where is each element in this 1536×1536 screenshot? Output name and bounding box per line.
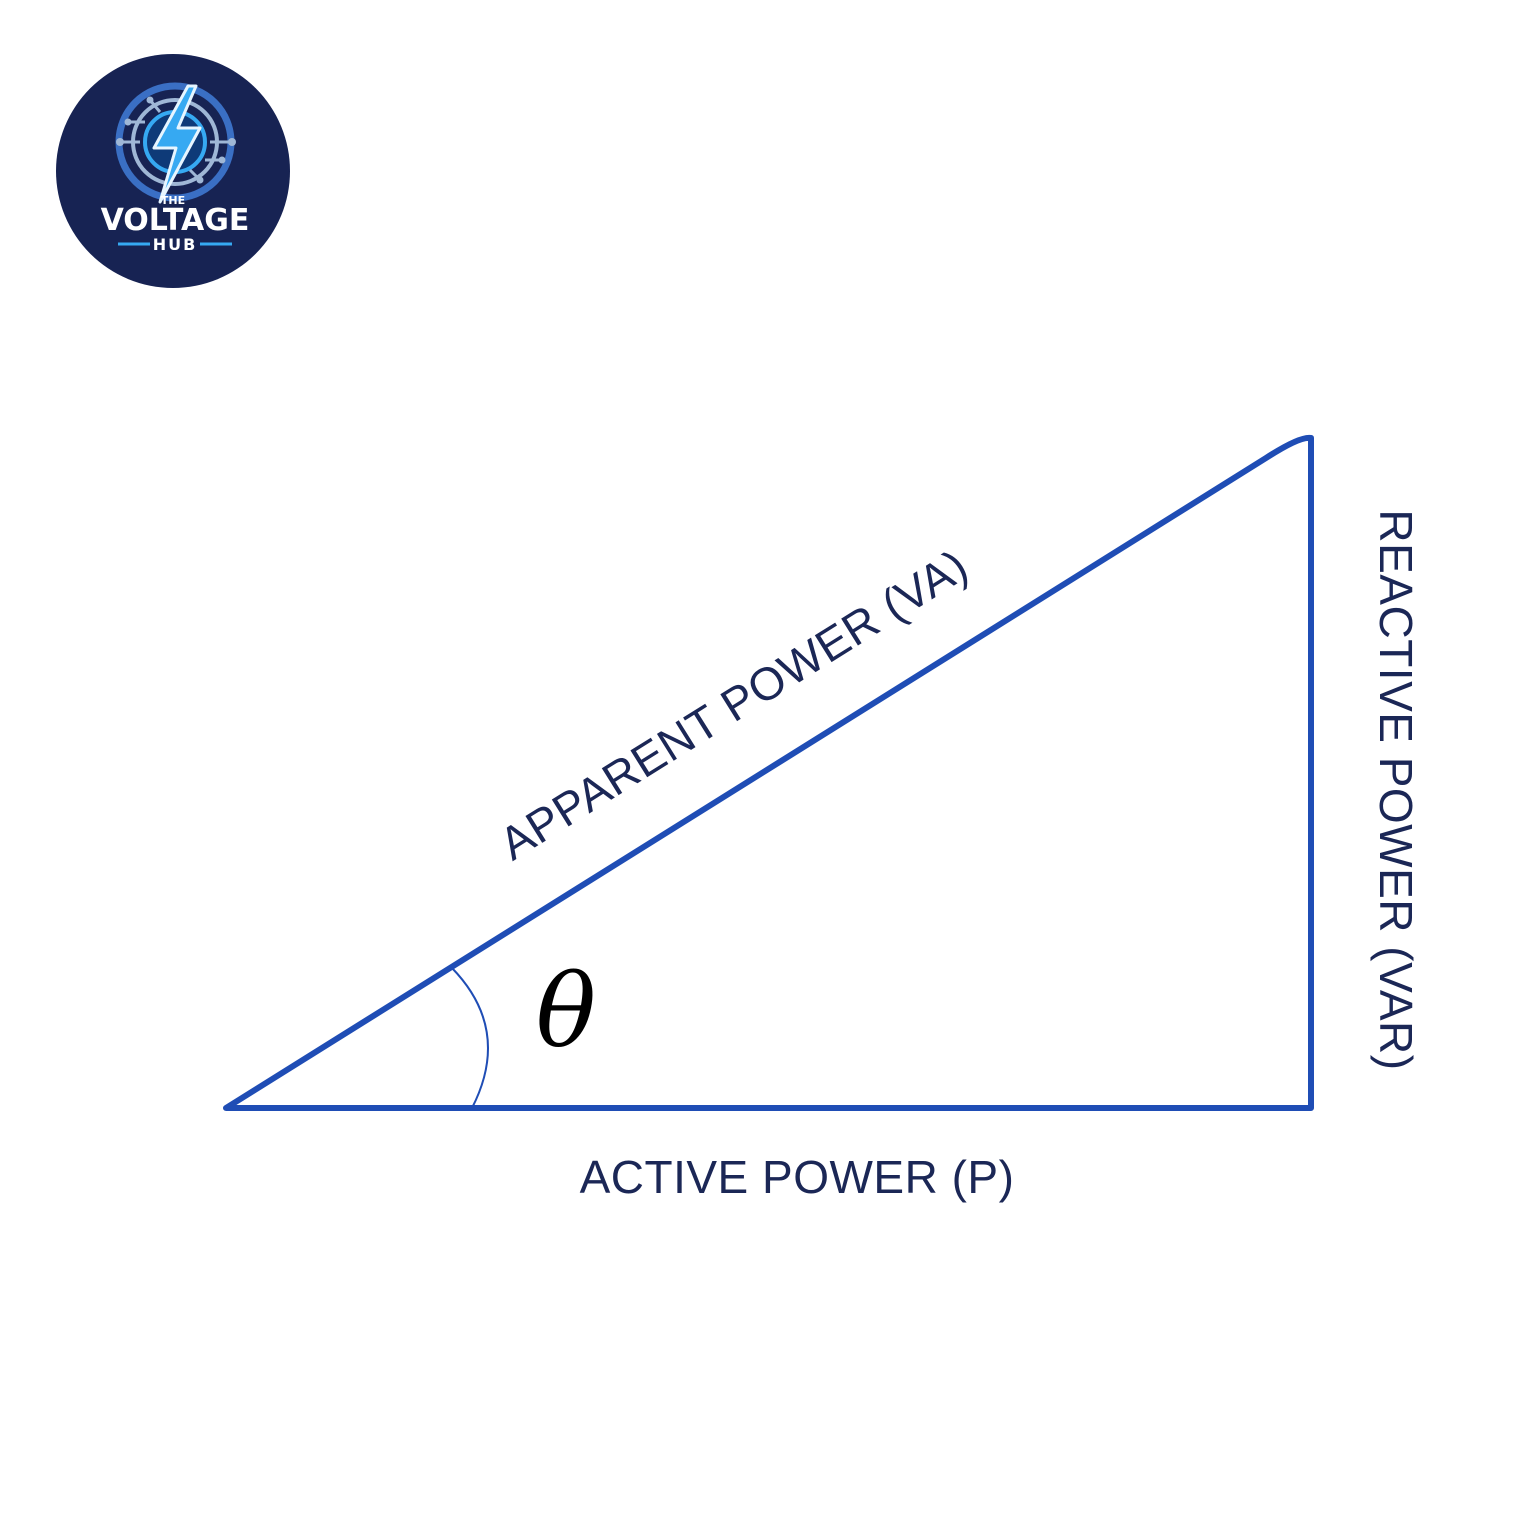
voltage-hub-logo: THE VOLTAGE HUB	[56, 54, 290, 288]
lightning-bolt-icon	[152, 84, 202, 204]
angle-arc	[451, 967, 489, 1109]
logo-text-the: THE	[161, 194, 185, 207]
reactive-power-label: REACTIVE POWER (VAR)	[1370, 509, 1422, 1070]
active-power-label: ACTIVE POWER (P)	[580, 1151, 1015, 1203]
apparent-power-label: APPARENT POWER (VA)	[490, 539, 976, 870]
logo-text-voltage: VOLTAGE	[101, 203, 250, 238]
angle-theta-label: θ	[536, 953, 596, 1070]
power-triangle	[223, 434, 1314, 1111]
logo-text-hub: HUB	[153, 235, 198, 254]
circuit-nodes	[116, 96, 236, 184]
